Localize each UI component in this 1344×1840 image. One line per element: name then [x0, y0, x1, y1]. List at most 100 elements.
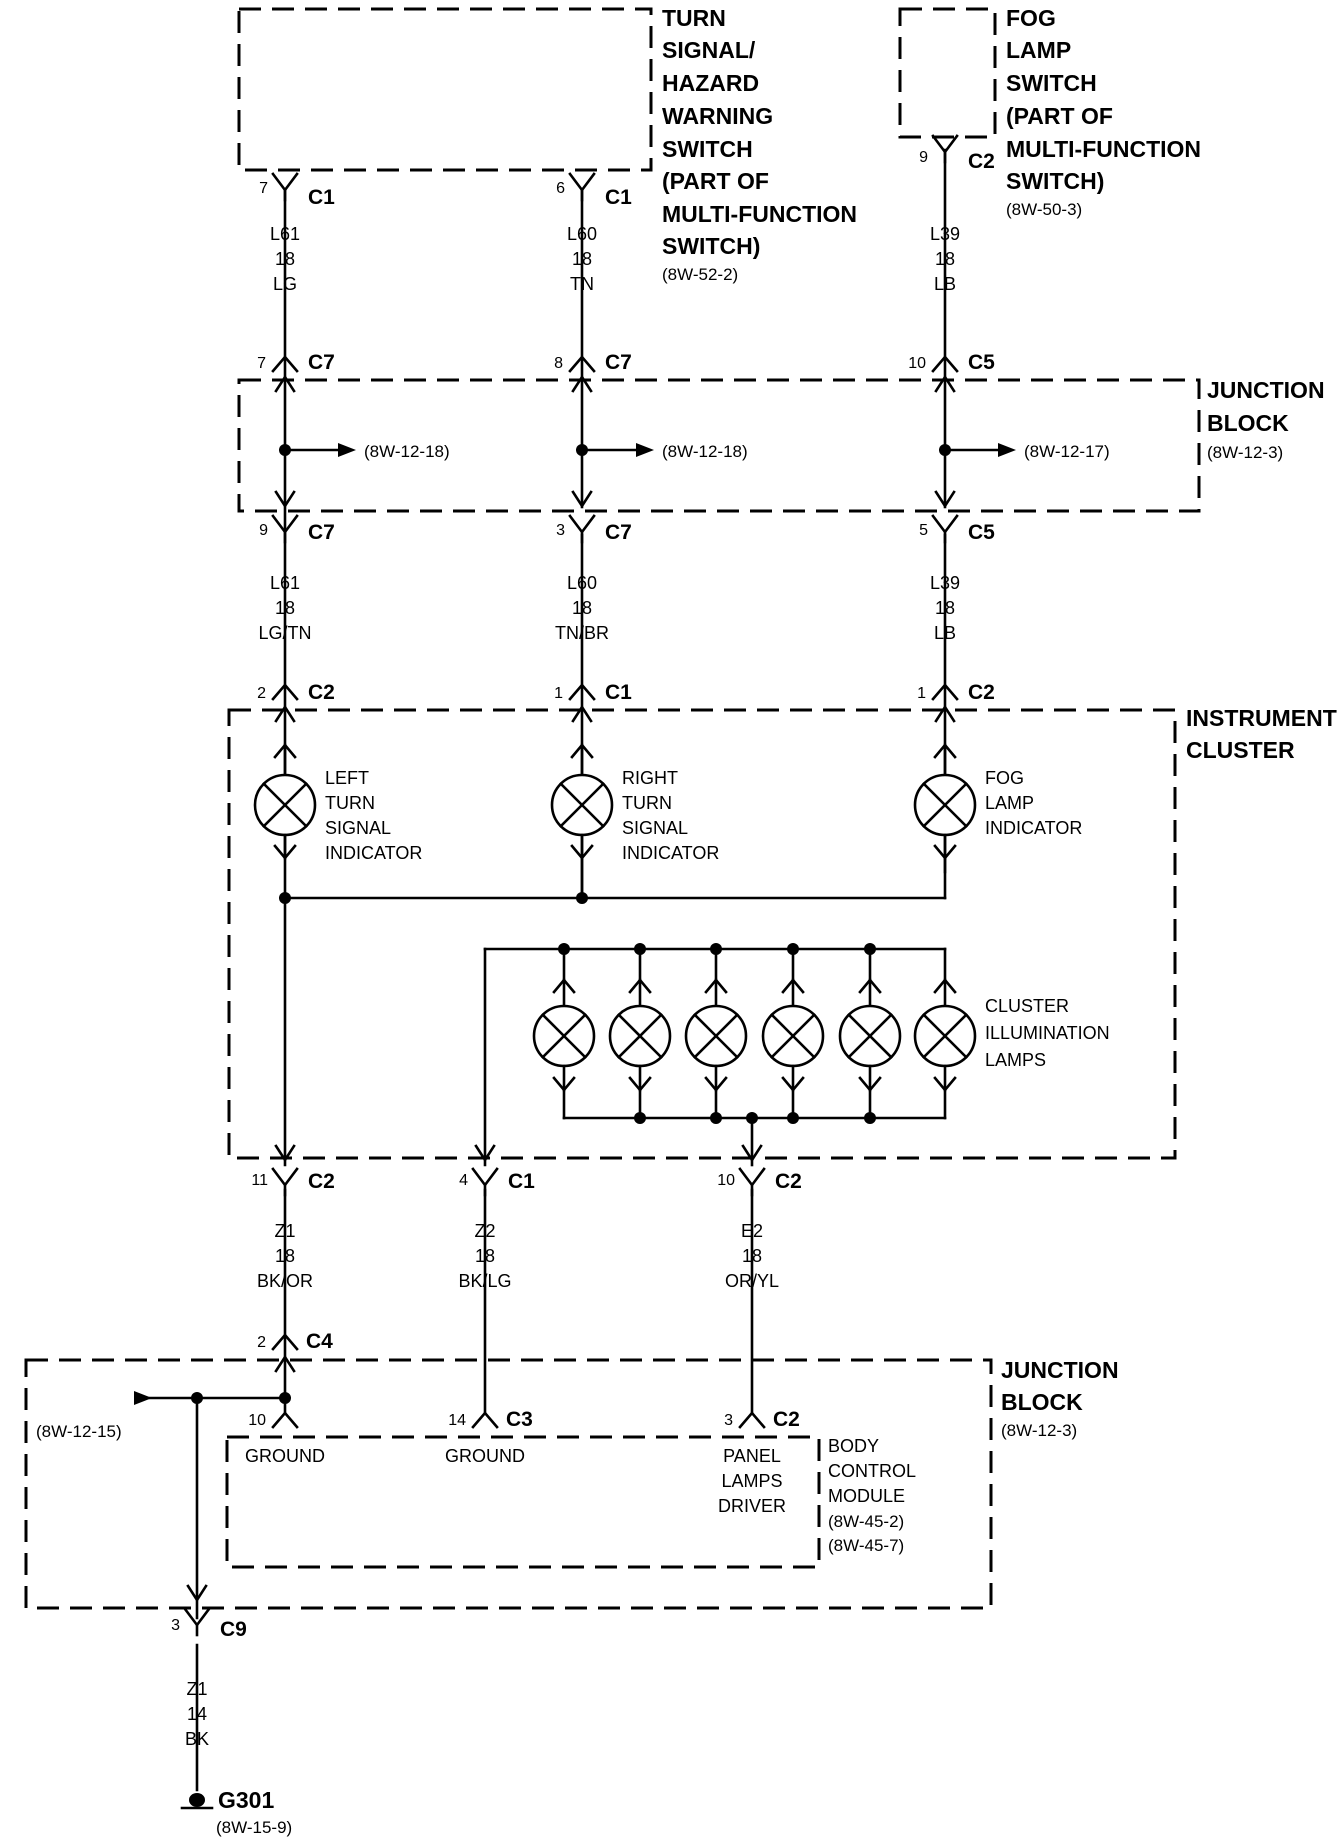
connector-bcm-1 [271, 1411, 299, 1429]
connector-jl-in-name: C7 [308, 351, 335, 374]
junction-block-top-box [237, 378, 1201, 513]
svg-text:ILLUMINATION: ILLUMINATION [985, 1023, 1110, 1043]
splice-arrows [134, 443, 1016, 1405]
svg-text:18: 18 [275, 1246, 295, 1266]
ground-symbol [180, 1793, 214, 1810]
connector-jb-c4-name: C4 [306, 1330, 333, 1353]
connector-tm-c1-pin: 6 [556, 180, 565, 197]
svg-text:TURN: TURN [662, 5, 726, 31]
body-control-module-label: BODY CONTROL MODULE (8W-45-2) (8W-45-7) [828, 1436, 916, 1555]
svg-text:(8W-52-2): (8W-52-2) [662, 265, 738, 284]
connector-ic-r [931, 683, 959, 701]
connector-jr-out-pin: 5 [919, 522, 928, 539]
arrow-jr-out [934, 490, 956, 509]
svg-text:18: 18 [275, 598, 295, 618]
connector-ic-o2 [471, 1167, 499, 1197]
svg-text:(8W-12-3): (8W-12-3) [1207, 443, 1283, 462]
svg-text:(PART OF: (PART OF [662, 168, 769, 194]
arrow-jr-in [934, 374, 956, 393]
connector-ic-r-pin: 1 [917, 685, 926, 702]
connector-jr-out [931, 514, 959, 544]
left-turn-signal-lamp [253, 742, 317, 861]
svg-text:BK/LG: BK/LG [458, 1271, 511, 1291]
connector-jr-out-name: C5 [968, 521, 995, 544]
connector-tl-c1-pin: 7 [259, 180, 268, 197]
connector-jm-in-pin: 8 [554, 355, 563, 372]
connector-jr-in-pin: 10 [908, 355, 926, 372]
svg-text:LAMP: LAMP [985, 793, 1034, 813]
connector-bcm-2-name: C3 [506, 1408, 533, 1431]
cluster-illumination-lamp-2 [608, 977, 672, 1093]
fog-lamp-indicator-label: FOG LAMP INDICATOR [985, 768, 1082, 838]
svg-text:LAMPS: LAMPS [721, 1471, 782, 1491]
svg-text:INDICATOR: INDICATOR [985, 818, 1082, 838]
wire-label-z2-bk-lg: Z2 18 BK/LG [458, 1221, 511, 1291]
svg-text:18: 18 [572, 249, 592, 269]
fog-lamp-switch-label: FOG LAMP SWITCH (PART OF MULTI-FUNCTION … [1006, 5, 1201, 219]
instrument-cluster-box [227, 708, 1177, 1160]
connector-jm-out-name: C7 [605, 521, 632, 544]
svg-text:SWITCH: SWITCH [1006, 70, 1097, 96]
arrow-jm-in [571, 374, 593, 393]
connector-tm-c1 [568, 172, 596, 202]
ground-ref: (8W-15-9) [216, 1818, 292, 1837]
svg-text:(8W-45-2): (8W-45-2) [828, 1512, 904, 1531]
connector-jl-out-name: C7 [308, 521, 335, 544]
connector-jb-c4-pin: 2 [257, 1334, 266, 1351]
svg-text:(8W-12-3): (8W-12-3) [1001, 1421, 1077, 1440]
turn-signal-switch-label: TURN SIGNAL/ HAZARD WARNING SWITCH (PART… [662, 5, 857, 284]
connector-jm-out [568, 514, 596, 544]
svg-text:LG: LG [273, 274, 297, 294]
connector-jl-in [271, 355, 299, 373]
svg-text:BLOCK: BLOCK [1001, 1389, 1083, 1415]
svg-text:SWITCH): SWITCH) [1006, 168, 1104, 194]
svg-text:L61: L61 [270, 224, 300, 244]
splice-dots [191, 444, 951, 1404]
splice-ref-mid: (8W-12-18) [662, 442, 748, 461]
connector-ic-o1-name: C2 [308, 1170, 335, 1193]
connector-jm-in [568, 355, 596, 373]
connector-jr-in-name: C5 [968, 351, 995, 374]
svg-text:MODULE: MODULE [828, 1486, 905, 1506]
svg-text:INDICATOR: INDICATOR [622, 843, 719, 863]
svg-text:TN/BR: TN/BR [555, 623, 609, 643]
arrow-jm-out [571, 490, 593, 509]
fog-lamp-indicator-lamp [913, 742, 977, 861]
connector-ic-m-name: C1 [605, 681, 632, 704]
svg-text:PANEL: PANEL [723, 1446, 781, 1466]
connector-ic-l [271, 683, 299, 701]
svg-text:LEFT: LEFT [325, 768, 369, 788]
svg-text:FOG: FOG [985, 768, 1024, 788]
bcm-ground-1-label: GROUND [245, 1446, 325, 1466]
svg-text:DRIVER: DRIVER [718, 1496, 786, 1516]
left-turn-indicator-label: LEFT TURN SIGNAL INDICATOR [325, 768, 422, 863]
svg-text:14: 14 [187, 1704, 207, 1724]
connector-jb-c4 [271, 1333, 299, 1351]
arrow-ic-o2 [474, 1144, 496, 1163]
arrow-ic-l [274, 704, 296, 723]
connector-jb-c9 [183, 1607, 211, 1637]
connector-jl-out [271, 514, 299, 544]
connector-ic-r-name: C2 [968, 681, 995, 704]
svg-text:LG/TN: LG/TN [258, 623, 311, 643]
connector-symbols [183, 134, 959, 1637]
connector-bcm-3-name: C2 [773, 1408, 800, 1431]
svg-text:L39: L39 [930, 573, 960, 593]
connector-jl-in-pin: 7 [257, 355, 266, 372]
svg-text:CLUSTER: CLUSTER [985, 996, 1069, 1016]
turn-signal-switch-box [237, 7, 653, 172]
svg-text:L60: L60 [567, 573, 597, 593]
svg-text:18: 18 [275, 249, 295, 269]
svg-text:BK: BK [185, 1729, 209, 1749]
svg-text:18: 18 [935, 598, 955, 618]
svg-text:TURN: TURN [325, 793, 375, 813]
wire-label-l39-lb-2: L39 18 LB [930, 573, 960, 643]
wire-labels: L61 18 LG L60 18 TN L39 18 LB L61 18 LG/… [185, 224, 960, 1749]
connector-tr-c2-name: C2 [968, 150, 995, 173]
svg-text:LAMP: LAMP [1006, 37, 1071, 63]
svg-text:E2: E2 [741, 1221, 763, 1241]
svg-text:18: 18 [935, 249, 955, 269]
connector-ic-o1 [271, 1167, 299, 1197]
svg-text:BK/OR: BK/OR [257, 1271, 313, 1291]
lamp-symbols [253, 742, 977, 1093]
